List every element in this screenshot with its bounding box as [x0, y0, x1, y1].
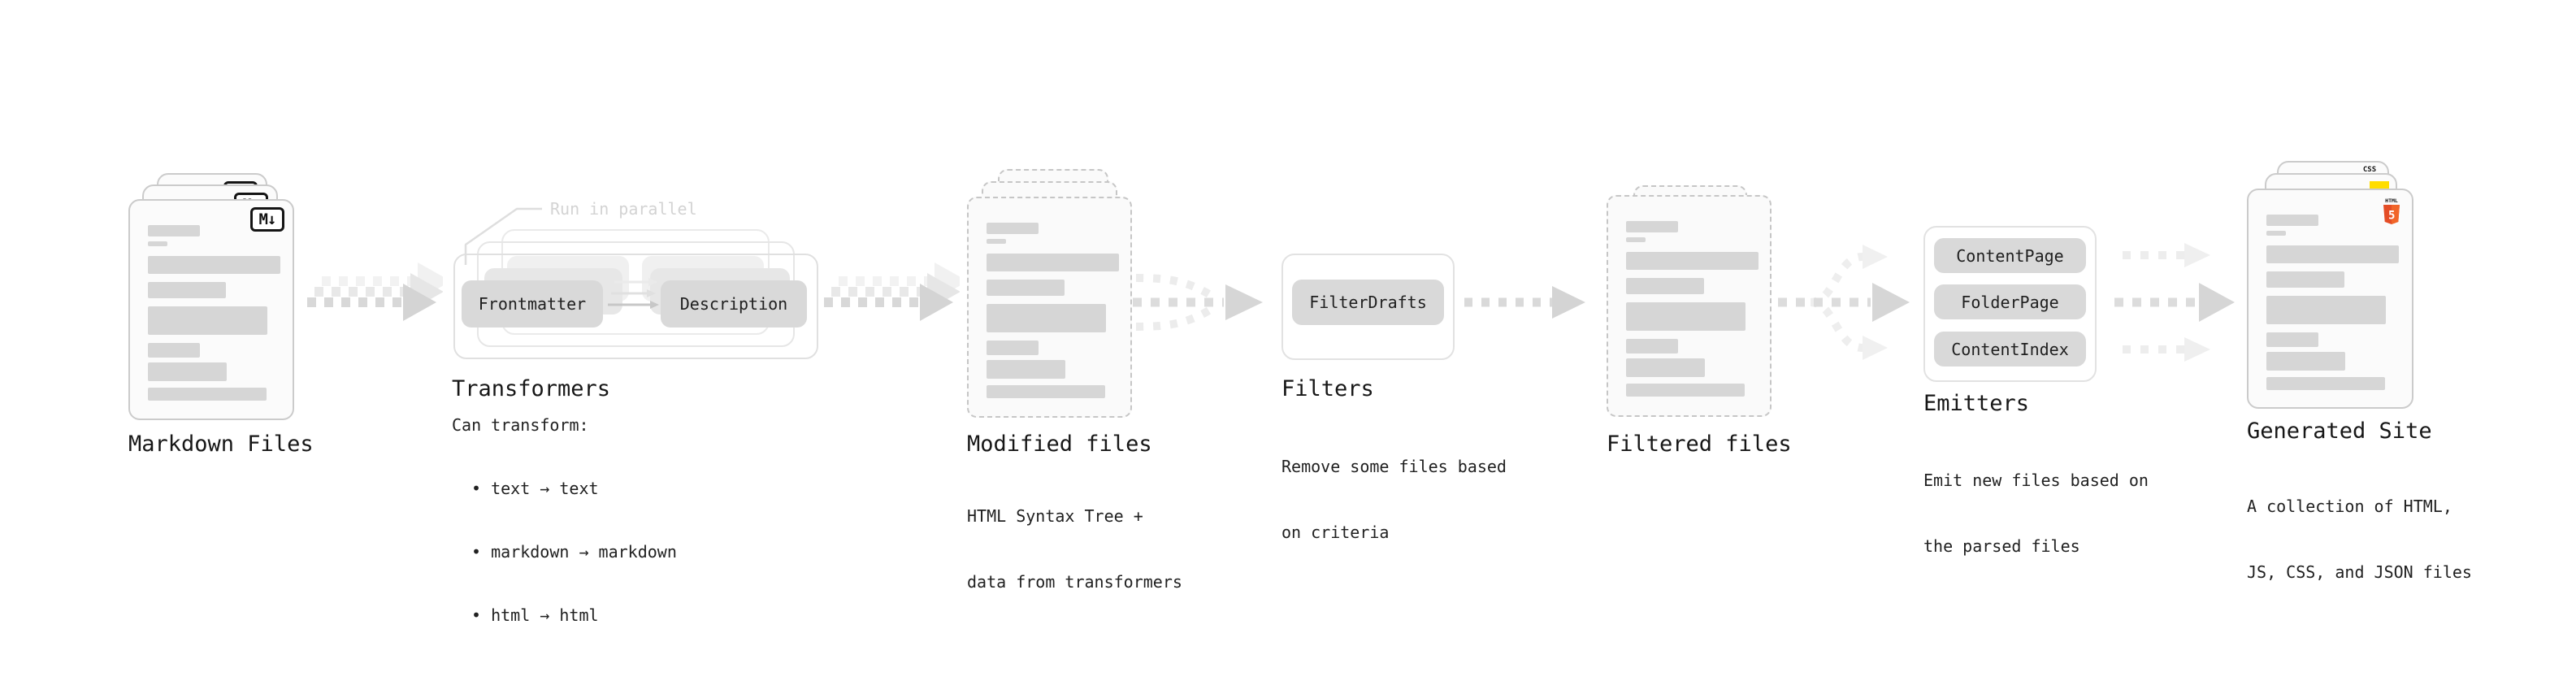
- doc-content-bar: [1626, 237, 1646, 242]
- emitters-caption: Emit new files based on the parsed files: [1923, 426, 2149, 601]
- doc-content-skeleton: [148, 225, 280, 401]
- contentpage-button: ContentPage: [1934, 238, 2086, 273]
- markdown-icon: M↓: [250, 207, 284, 232]
- run-in-parallel-leader-line: [464, 207, 542, 265]
- site-doc-html: HTML 5: [2247, 189, 2413, 409]
- doc-content-bar: [987, 340, 1039, 355]
- doc-content-bar: [2266, 215, 2318, 226]
- modified-files-label: Modified files: [967, 432, 1152, 457]
- arrow-filters-to-filtered: [1464, 286, 1585, 319]
- modified-files-caption: HTML Syntax Tree + data from transformer…: [967, 462, 1182, 637]
- doc-content-skeleton: [2266, 215, 2399, 390]
- arrow-markdown-to-transformers: [307, 262, 443, 321]
- html5-icon-number: 5: [2388, 210, 2395, 223]
- transformers-bullet-list: • text → text • markdown → markdown • ht…: [471, 436, 677, 668]
- arrow-modified-to-filters: [1133, 274, 1263, 331]
- folderpage-button: FolderPage: [1934, 284, 2086, 319]
- doc-content-bar: [1626, 384, 1745, 397]
- doc-content-bar: [148, 241, 167, 246]
- modified-doc-front: [967, 197, 1132, 418]
- doc-content-bar: [148, 282, 226, 298]
- doc-content-bar: [987, 280, 1065, 296]
- doc-content-bar: [1626, 302, 1746, 331]
- doc-content-bar: [148, 225, 200, 236]
- transformers-caption-title: Can transform:: [452, 415, 589, 435]
- doc-content-bar: [987, 304, 1106, 332]
- doc-content-bar: [148, 256, 280, 274]
- doc-content-bar: [2266, 377, 2385, 390]
- doc-content-bar: [2266, 352, 2345, 371]
- arrow-transformers-to-modified: [824, 262, 960, 321]
- doc-content-bar: [2266, 231, 2286, 236]
- caption-line: Remove some files based: [1281, 457, 1507, 476]
- doc-content-bar: [2266, 271, 2344, 288]
- caption-line: A collection of HTML,: [2247, 497, 2452, 516]
- contentindex-button: ContentIndex: [1934, 332, 2086, 367]
- generated-site-label: Generated Site: [2247, 419, 2432, 444]
- markdown-files-label: Markdown Files: [128, 432, 314, 457]
- caption-line: on criteria: [1281, 523, 1390, 542]
- doc-content-bar: [148, 362, 227, 381]
- markdown-doc-front: M↓: [128, 199, 294, 420]
- doc-content-bar: [2266, 296, 2386, 324]
- doc-content-skeleton: [1626, 221, 1759, 397]
- doc-content-bar: [987, 360, 1065, 379]
- caption-line: JS, CSS, and JSON files: [2247, 562, 2472, 582]
- emitters-label: Emitters: [1923, 391, 2030, 416]
- doc-content-bar: [1626, 358, 1705, 377]
- filters-caption: Remove some files based on criteria: [1281, 412, 1507, 588]
- doc-content-bar: [148, 343, 200, 358]
- description-button: Description: [661, 280, 807, 327]
- frontmatter-button: Frontmatter: [462, 280, 603, 327]
- doc-content-bar: [1626, 278, 1704, 294]
- filters-box: [1281, 254, 1455, 360]
- generated-site-caption: A collection of HTML, JS, CSS, and JSON …: [2247, 452, 2472, 627]
- doc-content-bar: [1626, 339, 1678, 354]
- caption-line: the parsed files: [1923, 536, 2080, 556]
- filtered-doc-front: [1607, 195, 1772, 417]
- doc-content-bar: [1626, 252, 1759, 270]
- html5-icon: HTML 5: [2383, 197, 2400, 224]
- doc-content-bar: [2266, 332, 2318, 347]
- css-icon-label: CSS: [2362, 166, 2377, 174]
- bullet-item: • markdown → markdown: [471, 542, 677, 562]
- caption-line: Emit new files based on: [1923, 471, 2149, 490]
- doc-content-bar: [987, 239, 1006, 244]
- doc-content-bar: [987, 223, 1039, 234]
- doc-content-bar: [2266, 245, 2399, 263]
- filtered-files-label: Filtered files: [1607, 432, 1792, 457]
- caption-line: data from transformers: [967, 572, 1182, 592]
- html5-icon-text: HTML: [2385, 197, 2398, 204]
- doc-content-skeleton: [987, 223, 1119, 398]
- doc-content-bar: [148, 388, 267, 401]
- arrow-filtered-to-emitters: [1778, 245, 1910, 360]
- doc-content-bar: [987, 254, 1119, 271]
- doc-content-bar: [148, 306, 267, 335]
- arrow-emitters-to-site: [2114, 243, 2235, 362]
- doc-content-bar: [1626, 221, 1678, 232]
- emitters-box: [1923, 226, 2097, 382]
- doc-content-bar: [987, 385, 1105, 398]
- transformers-box-front: [453, 254, 818, 359]
- run-in-parallel-annotation: Run in parallel: [550, 199, 697, 219]
- caption-line: HTML Syntax Tree +: [967, 506, 1143, 526]
- js-icon: [2370, 181, 2389, 190]
- filters-label: Filters: [1281, 376, 1374, 401]
- transform-arrows: [608, 278, 659, 309]
- bullet-item: • text → text: [471, 479, 599, 498]
- transformers-label: Transformers: [452, 376, 611, 401]
- filterdrafts-button: FilterDrafts: [1292, 280, 1444, 325]
- bullet-item: • html → html: [471, 605, 599, 625]
